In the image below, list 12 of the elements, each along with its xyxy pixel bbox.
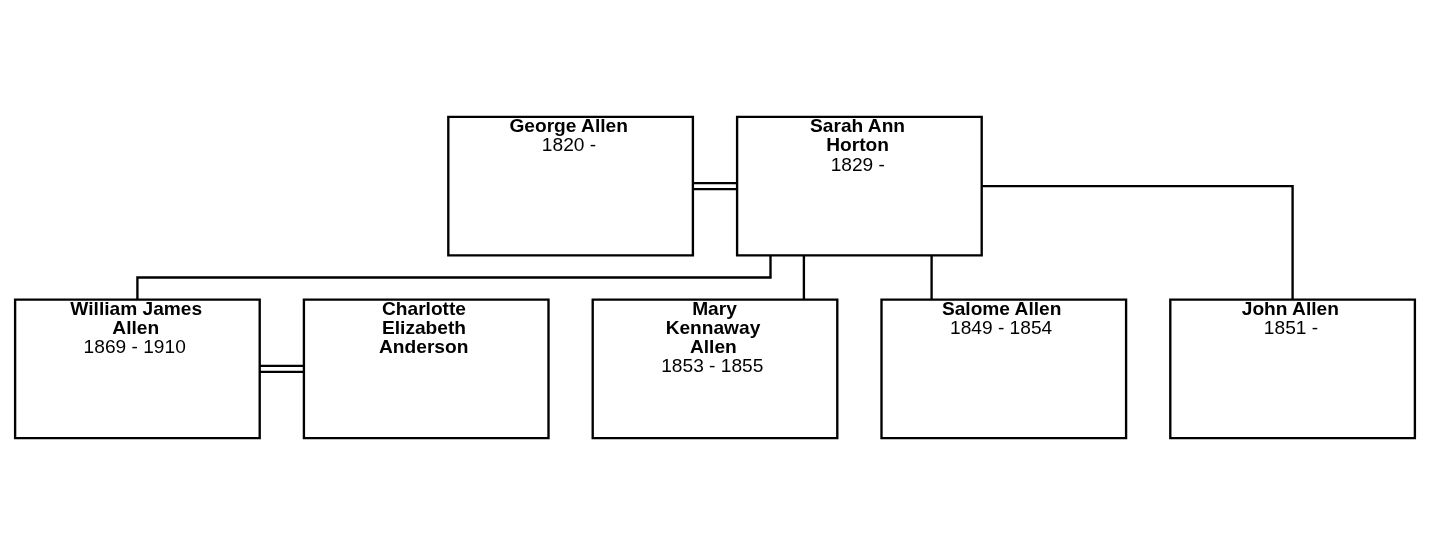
node-box: William James Allen 1869 - 1910 [13,297,261,439]
node-box: George Allen 1820 - [447,115,695,257]
connector [259,364,304,373]
connector [693,181,737,190]
connector [802,255,806,299]
node-box: John Allen 1851 - [1169,297,1417,439]
connector [981,184,1294,299]
node-box: Charlotte Elizabeth Anderson [302,297,550,439]
node-box: Salome Allen 1849 - 1854 [880,297,1128,439]
node-box: Sarah Ann Horton 1829 - [735,115,983,257]
node-box: Mary Kennaway Allen 1853 - 1855 [591,297,839,439]
connector [930,255,933,299]
